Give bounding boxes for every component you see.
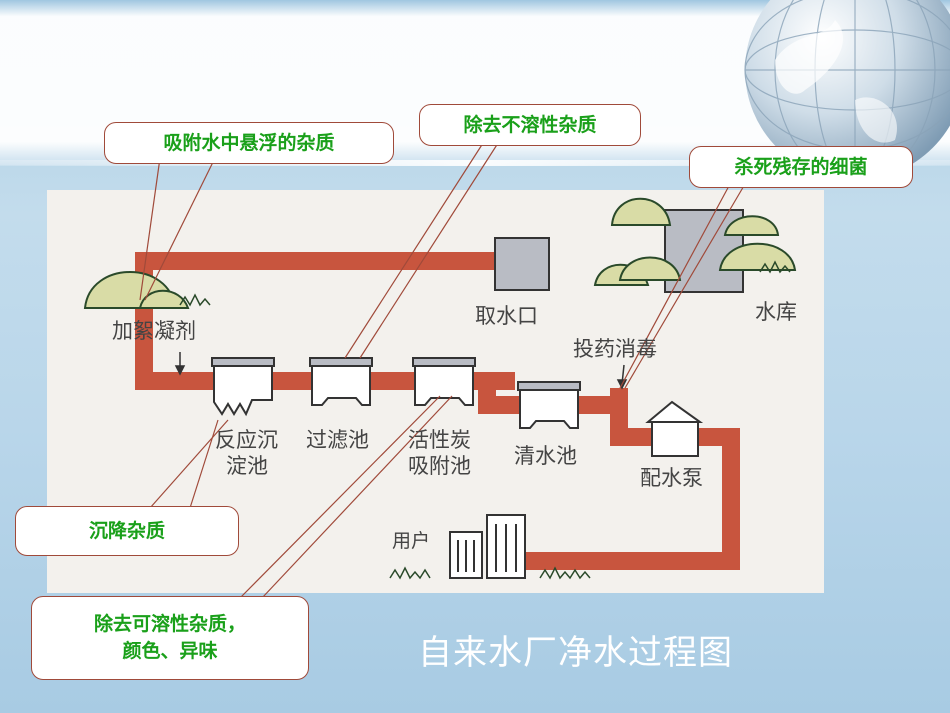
callout-settle: 沉降杂质 bbox=[15, 506, 239, 556]
carbon-tank bbox=[412, 357, 476, 406]
label-clear: 清水池 bbox=[514, 444, 577, 468]
callout-soluble: 除去可溶性杂质， 颜色、异味 bbox=[31, 596, 309, 680]
callout-kill-text: 杀死残存的细菌 bbox=[734, 155, 868, 178]
callout-kill: 杀死残存的细菌 bbox=[689, 146, 913, 188]
label-sediment-1: 反应沉 bbox=[215, 428, 278, 452]
callout-soluble-line-1: 除去可溶性杂质， bbox=[93, 613, 246, 635]
pipe-right-down bbox=[722, 428, 740, 568]
pipe-top bbox=[140, 252, 500, 270]
clear-water-tank bbox=[517, 381, 581, 429]
diagram-caption: 自来水厂净水过程图 bbox=[418, 633, 733, 673]
label-disinfect: 投药消毒 bbox=[573, 337, 657, 361]
label-carbon-1: 活性炭 bbox=[408, 428, 471, 452]
callout-insoluble: 除去不溶性杂质 bbox=[419, 104, 641, 146]
label-coagulant: 加絮凝剂 bbox=[112, 319, 196, 343]
sedimentation-tank bbox=[211, 357, 275, 417]
label-sediment-2: 淀池 bbox=[226, 454, 268, 478]
label-user: 用户 bbox=[392, 530, 431, 552]
pipe-to-user bbox=[520, 552, 740, 570]
filter-tank bbox=[309, 357, 373, 406]
user-buildings-icon bbox=[449, 514, 526, 579]
pump-house-icon bbox=[645, 400, 704, 457]
callout-adsorb: 吸附水中悬浮的杂质 bbox=[104, 122, 394, 164]
bush-icons bbox=[83, 197, 797, 309]
callout-soluble-line-2: 颜色、异味 bbox=[122, 640, 218, 662]
callout-insoluble-text: 除去不溶性杂质 bbox=[463, 113, 597, 136]
globe-icon bbox=[744, 0, 950, 181]
label-intake: 取水口 bbox=[475, 304, 538, 328]
callout-settle-text: 沉降杂质 bbox=[88, 519, 165, 542]
label-reservoir: 水库 bbox=[755, 300, 797, 324]
intake-box bbox=[494, 237, 550, 291]
label-filter: 过滤池 bbox=[306, 428, 369, 452]
header-band-highlight bbox=[0, 160, 950, 166]
label-pump: 配水泵 bbox=[640, 466, 703, 490]
callout-adsorb-text: 吸附水中悬浮的杂质 bbox=[163, 131, 335, 154]
label-carbon-2: 吸附池 bbox=[408, 454, 471, 478]
